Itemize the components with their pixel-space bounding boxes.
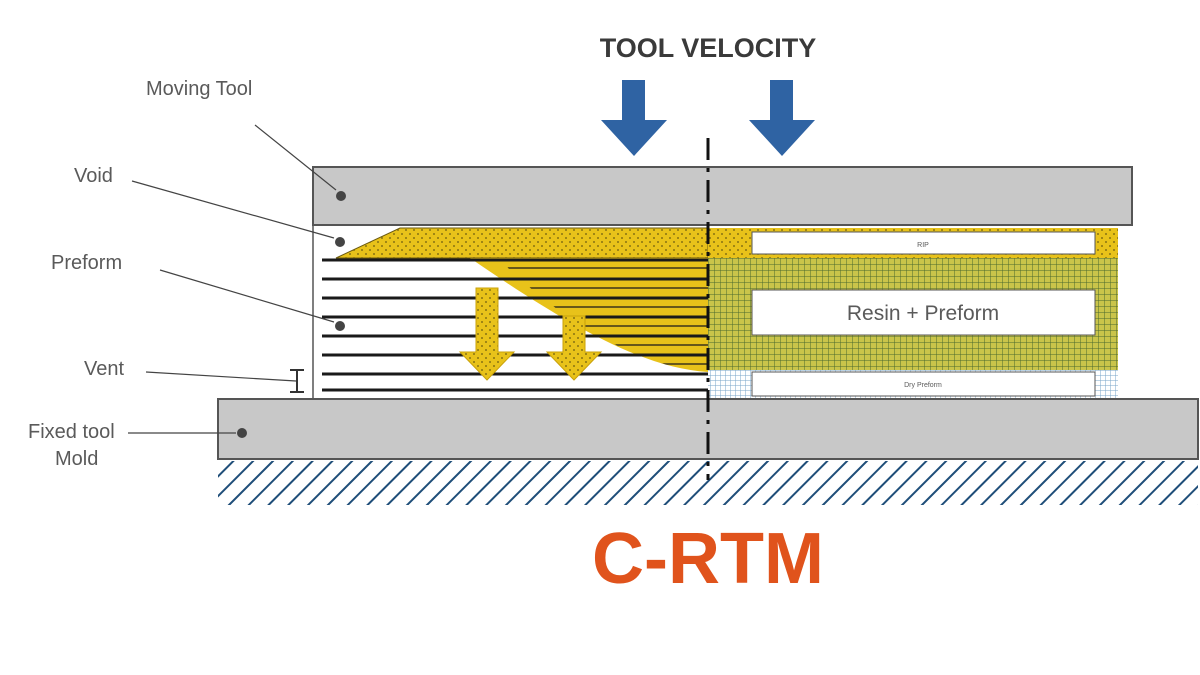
fixed-tool-label: Fixed tool [28,421,115,443]
preform-plies [322,258,708,392]
dry-preform-box [751,371,1096,397]
dry-preform-label: Dry Preform [904,382,942,389]
callout-dots [237,191,346,438]
resin-preform-box [751,289,1096,336]
rip-label-box [751,231,1096,255]
ground-hatch [218,461,1198,505]
void-label: Void [74,165,113,187]
void-resin-wedge [335,227,709,259]
mold-label: Mold [55,448,98,470]
arrow-down-icon [601,80,667,156]
leader-lines [128,124,337,434]
resin-front [336,258,708,372]
rip-label: RIP [917,242,929,249]
arrow-down-icon [749,80,815,156]
moving-tool-label: Moving Tool [146,78,252,100]
process-title: C-RTM [592,519,824,599]
arrow-down-icon [545,315,603,381]
moving-tool-platen [312,166,1133,226]
tool-velocity-heading: TOOL VELOCITY [600,33,817,63]
vent-label: Vent [84,358,124,380]
arrow-down-icon [458,287,516,381]
vent-icon [290,369,304,393]
preform-label: Preform [51,252,122,274]
resin-preform-label: Resin + Preform [847,302,999,325]
